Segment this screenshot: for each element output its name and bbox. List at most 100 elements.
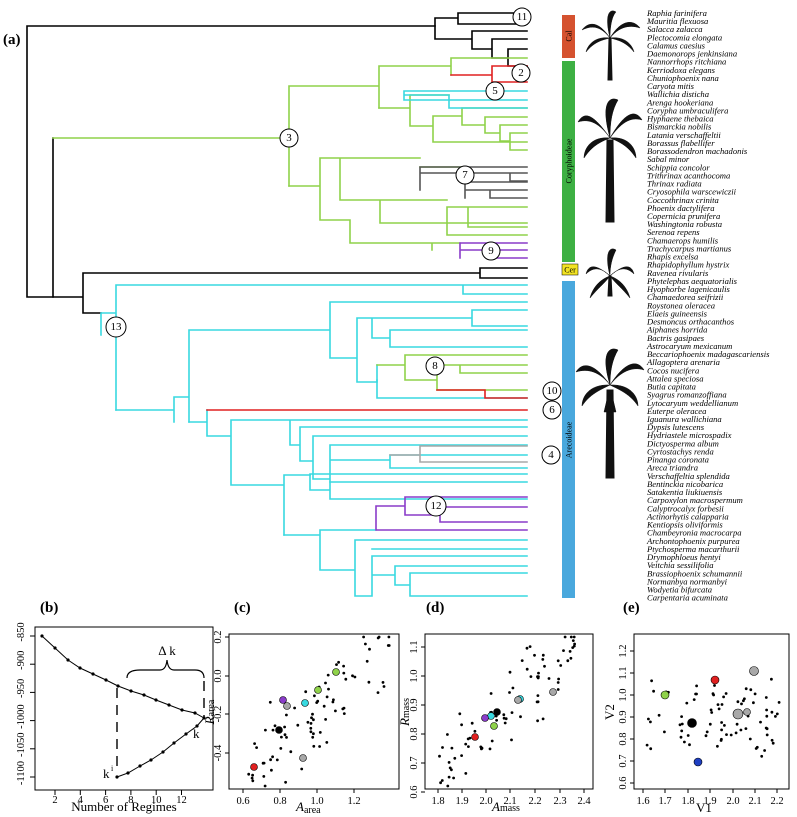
scatter-point (536, 694, 540, 697)
c-ticks-xtick-label: 0.8 (273, 796, 286, 807)
panel-b-xtick-label: 6 (103, 795, 108, 806)
taxon-label: Mauritia flexuosa (646, 16, 708, 26)
scatter-point (777, 701, 781, 704)
taxon-label: Lytocaryum weddellianum (646, 398, 738, 408)
taxon-label: Veitchia sessilifolia (647, 560, 714, 570)
taxon-label: Sabal minor (647, 154, 690, 164)
panel-d-ylabel: Rmass (397, 698, 412, 727)
scatter-point (283, 733, 287, 737)
taxon-label: Corypha umbraculifera (647, 105, 728, 115)
taxon-label: Brassiophoenix schumannii (647, 568, 743, 578)
node-6-marker: 6 (542, 400, 562, 420)
scatter-point (273, 724, 277, 728)
scatter-point (774, 715, 777, 718)
scatter-point (324, 681, 327, 685)
scatter-point (280, 735, 283, 739)
highlight-point (314, 686, 322, 694)
scatter-point (325, 695, 329, 699)
scatter-point (569, 635, 573, 639)
scatter-point (765, 733, 769, 737)
node-8-marker: 8 (425, 356, 445, 376)
taxon-label: Daemonorops jenkinsiana (646, 49, 737, 59)
taxon-label: Hyophorbe lagenicaulis (646, 284, 730, 294)
highlight-point (490, 722, 498, 730)
highlight-point (471, 733, 479, 741)
scatter-point (470, 721, 474, 725)
taxon-label: Satakentia liukiuensis (647, 487, 723, 497)
panel-d-frame (424, 633, 594, 790)
taxon-label: Coccothrinax crinita (647, 195, 719, 205)
node-3-marker: 3 (279, 128, 299, 148)
clade-label-cer: Cer (564, 266, 576, 275)
taxon-label: Cyrtostachys renda (647, 447, 714, 457)
scatter-point (680, 722, 684, 726)
taxon-label: Trachycarpus martianus (647, 244, 732, 254)
scatter-point (525, 667, 529, 671)
panel-b-point (116, 684, 120, 688)
scatter-point (510, 738, 513, 742)
scatter-point (309, 722, 313, 725)
scatter-point (306, 720, 310, 724)
taxon-label: Butia capitata (647, 382, 696, 392)
scatter-point (293, 706, 296, 710)
panel-b-point (193, 711, 197, 715)
scatter-point (770, 738, 774, 742)
scatter-point (536, 719, 539, 723)
d-ticks-xtick-label: 1.9 (455, 796, 468, 807)
scatter-point (771, 741, 775, 745)
highlight-point (299, 754, 307, 762)
c-ticks-ytick-label: -0.4 (213, 744, 224, 761)
node-12-label: 12 (431, 500, 442, 512)
highlight-point (332, 668, 340, 676)
node-10-label: 10 (547, 385, 559, 397)
scatter-point (376, 636, 380, 640)
scatter-point (650, 679, 653, 683)
panel-b-point (66, 658, 70, 662)
taxon-label: Cryosophila warscewiczii (647, 187, 737, 197)
scatter-point (770, 677, 773, 681)
scatter-point (502, 716, 506, 720)
node-2-marker: 2 (511, 63, 531, 83)
taxon-label: Kentiopsis oliviformis (646, 520, 723, 530)
panel-d-label: (d) (426, 600, 444, 616)
scatter-point (289, 750, 293, 754)
scatter-point (529, 675, 533, 678)
scatter-point (438, 754, 441, 758)
e-ticks-xtick-label: 1.7 (658, 796, 671, 807)
d-ticks-xtick-label: 2.3 (553, 796, 566, 807)
scatter-point (725, 733, 728, 736)
scatter-point (752, 701, 755, 705)
scatter-point (362, 635, 365, 639)
panel-b-xtick-label: 8 (128, 795, 133, 806)
d-ticks-ytick-label: 1.1 (409, 640, 420, 653)
scatter-point (723, 724, 726, 727)
scatter-point (309, 726, 313, 730)
clade-bar-ceroxyloideae (561, 263, 579, 276)
scatter-point (563, 635, 567, 639)
panel-b-point (161, 750, 165, 754)
taxon-label: Rhapidophyllum hystrix (646, 260, 730, 270)
scatter-point (271, 728, 275, 732)
scatter-point (367, 680, 371, 684)
highlight-point (732, 708, 744, 720)
taxon-label: Dictyosperma album (646, 438, 719, 448)
panel-b-xtick-label: 12 (176, 795, 187, 806)
taxon-label: Borassus flabellifer (647, 138, 715, 148)
scatter-point (458, 712, 462, 716)
panel-b-point (129, 689, 133, 693)
scatter-point (312, 718, 315, 722)
scatter-point (460, 723, 463, 727)
scatter-point (376, 691, 380, 694)
node-12-marker: 12 (425, 495, 447, 517)
scatter-point (382, 685, 386, 688)
scatter-point (502, 713, 506, 717)
taxon-label: Desmoncus orthacanthos (646, 317, 735, 327)
e-ticks-xtick-label: 1.9 (703, 796, 716, 807)
scatter-point (763, 749, 766, 752)
taxon-label: Chamaerops humilis (647, 235, 719, 245)
highlight-point (743, 708, 751, 716)
scatter-point (368, 647, 371, 651)
scatter-point (342, 712, 346, 715)
